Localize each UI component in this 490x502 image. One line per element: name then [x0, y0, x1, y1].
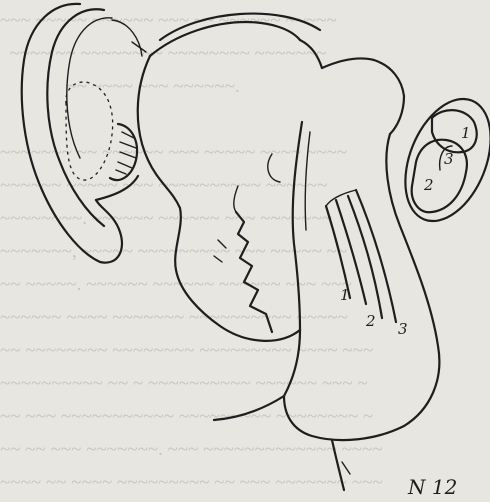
- tube-label-1: 1: [340, 286, 350, 304]
- cross-section-inset: 1 3 2: [389, 86, 490, 233]
- signature: N 12: [407, 475, 457, 499]
- section-label-3: 3: [444, 150, 454, 168]
- section-label-1: 1: [461, 124, 471, 142]
- tube-label-3: 3: [398, 320, 408, 338]
- section-label-2: 2: [423, 176, 434, 194]
- tube-label-2: 2: [365, 312, 376, 330]
- main-body: [112, 14, 439, 490]
- ear-shell: [22, 4, 138, 263]
